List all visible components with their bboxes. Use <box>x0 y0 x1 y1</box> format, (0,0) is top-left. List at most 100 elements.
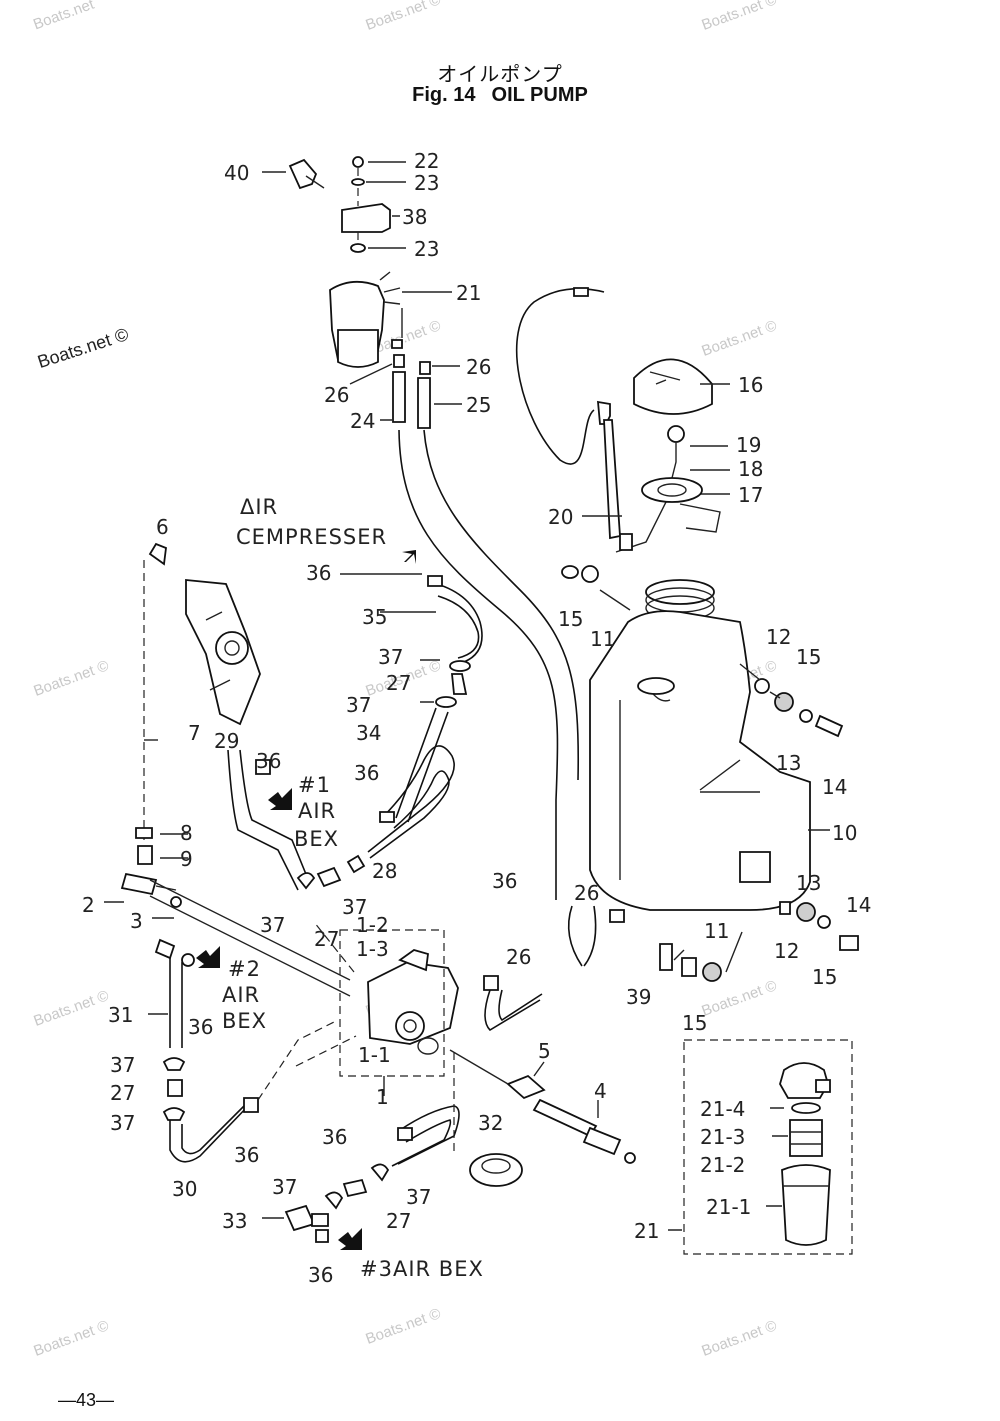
filter-detail-box <box>668 1039 853 1255</box>
hose-26-lower <box>484 989 543 1032</box>
callout-label: 37 <box>272 1175 297 1199</box>
callout-label: 36 <box>234 1143 259 1167</box>
callout-label: 25 <box>466 393 491 417</box>
callout-label: 36 <box>306 561 331 585</box>
callout-label: 26 <box>506 945 531 969</box>
callout-label: 8 <box>180 821 193 845</box>
callout-label: 38 <box>402 205 427 229</box>
callout-label: 14 <box>846 893 871 917</box>
control-rod <box>104 827 351 997</box>
bracket-assembly <box>262 156 406 253</box>
callout-label: 11 <box>704 919 729 943</box>
oil-filter-upper <box>329 271 452 368</box>
callout-label: 9 <box>180 847 193 871</box>
oil-tank <box>589 579 830 911</box>
callout-label: 28 <box>372 859 397 883</box>
callout-label: 12 <box>766 625 791 649</box>
callout-label: 39 <box>626 985 651 1009</box>
hoses-lower-left <box>148 938 339 1163</box>
callout-label: 37 <box>406 1185 431 1209</box>
callout-label: 35 <box>362 605 387 629</box>
callout-labels: 40 22 23 38 23 21 26 26 24 25 16 19 18 1… <box>82 149 871 1287</box>
figure-name: OIL PUMP <box>491 84 588 106</box>
tank-mount-parts-lower <box>659 901 859 982</box>
callout-label: 12 <box>774 939 799 963</box>
callout-label: 24 <box>350 409 375 433</box>
note-airbox2-num: #2 <box>228 957 261 981</box>
hoses-lower-center <box>262 1105 460 1243</box>
callout-label: 16 <box>738 373 763 397</box>
arrow-to-airbox3 <box>338 1228 362 1250</box>
callout-label: 36 <box>256 749 281 773</box>
callout-label: 23 <box>414 237 439 261</box>
tank-cap-assembly <box>582 358 730 553</box>
callout-label: 37 <box>342 895 367 919</box>
drive-shaft <box>449 1049 636 1187</box>
callout-label: 40 <box>224 161 249 185</box>
callout-label: 15 <box>682 1011 707 1035</box>
callout-label: 21-2 <box>700 1153 745 1177</box>
callout-label: 1-1 <box>358 1043 391 1067</box>
callout-label: 37 <box>110 1053 135 1077</box>
callout-label: 32 <box>478 1111 503 1135</box>
connector <box>573 287 589 297</box>
callout-label: 1-2 <box>356 913 389 937</box>
figure-number: Fig. 14 <box>412 84 476 106</box>
callout-label: 13 <box>776 751 801 775</box>
callout-label: 26 <box>324 383 349 407</box>
callout-label: 21-1 <box>706 1195 751 1219</box>
callout-label: 21 <box>634 1219 659 1243</box>
oil-hoses-top <box>349 354 580 900</box>
hoses-center <box>316 573 483 888</box>
tank-mount-parts-upper <box>561 565 844 738</box>
callout-label: 6 <box>156 515 169 539</box>
note-airbox1-box: BEX <box>294 827 339 851</box>
callout-label: 20 <box>548 505 573 529</box>
callout-label: 3 <box>130 909 143 933</box>
note-airbox1-air: AIR <box>298 799 336 823</box>
callout-label: 27 <box>386 671 411 695</box>
callout-label: 36 <box>492 869 517 893</box>
callout-label: 1 <box>376 1085 389 1109</box>
note-airbox3: #3AIR BEX <box>360 1257 484 1281</box>
return-hose-right <box>567 905 597 967</box>
callout-label: 21 <box>456 281 481 305</box>
callout-label: 27 <box>110 1081 135 1105</box>
callout-label: 14 <box>822 775 847 799</box>
note-airbox2-box: BEX <box>222 1009 267 1033</box>
callout-label: 34 <box>356 721 381 745</box>
callout-label: 27 <box>386 1209 411 1233</box>
arrow-to-air-compresser <box>402 550 416 564</box>
title-japanese: オイルポンプ <box>437 62 563 86</box>
callout-label: 10 <box>832 821 857 845</box>
callout-label: 36 <box>322 1125 347 1149</box>
callout-label: 2 <box>82 893 95 917</box>
callout-label: 29 <box>214 729 239 753</box>
callout-label: 23 <box>414 171 439 195</box>
oil-pump <box>339 929 459 1096</box>
arrow-to-airbox1 <box>268 788 292 810</box>
callout-label: 33 <box>222 1209 247 1233</box>
callout-label: 1-3 <box>356 937 389 961</box>
assembly-link <box>295 921 455 1152</box>
page-number: —43— <box>58 1390 115 1410</box>
pump-mount-bracket <box>143 542 261 840</box>
callout-label: 21-3 <box>700 1125 745 1149</box>
union-26 <box>483 975 499 991</box>
note-airbox1-num: #1 <box>298 773 331 797</box>
callout-label: 26 <box>574 881 599 905</box>
callout-label: 36 <box>354 761 379 785</box>
callout-label: 26 <box>466 355 491 379</box>
callout-label: 15 <box>812 965 837 989</box>
hose-joint <box>255 759 271 775</box>
callout-label: 21-4 <box>700 1097 745 1121</box>
callout-label: 7 <box>188 721 201 745</box>
callout-label: 19 <box>736 433 761 457</box>
callout-label: 13 <box>796 871 821 895</box>
callout-label: 30 <box>172 1177 197 1201</box>
callout-label: 4 <box>594 1079 607 1103</box>
callout-label: 37 <box>378 645 403 669</box>
callout-label: 17 <box>738 483 763 507</box>
callout-label: 27 <box>314 927 339 951</box>
